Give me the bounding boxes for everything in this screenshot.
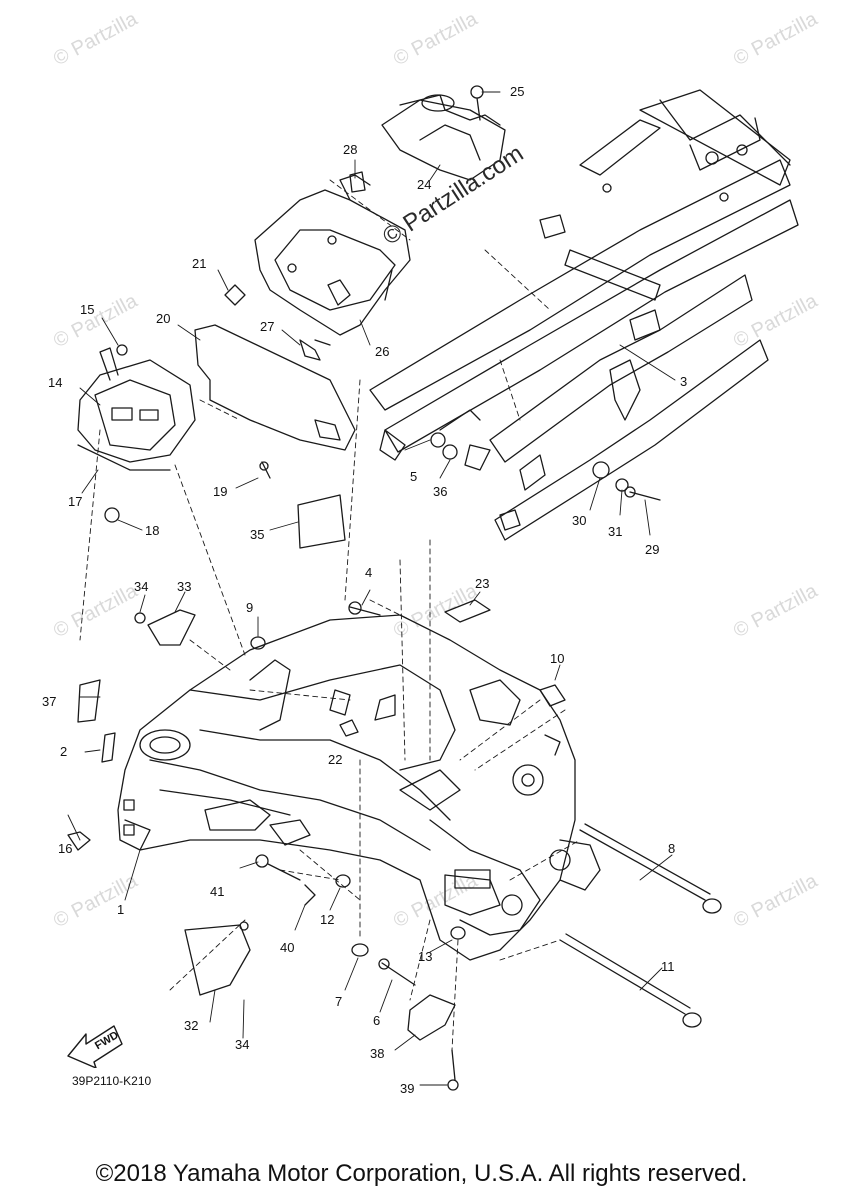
bracket-17 — [77, 347, 196, 471]
callout-34-lower: 34 — [235, 1037, 250, 1052]
callout-15: 15 — [80, 302, 95, 317]
callout-20: 20 — [156, 311, 171, 326]
callout-34-upper: 34 — [134, 579, 149, 594]
callout-32: 32 — [184, 1018, 199, 1033]
callout-5: 5 — [410, 469, 418, 484]
callout-24: 24 — [417, 177, 432, 192]
callout-22: 22 — [328, 752, 343, 767]
callout-41: 41 — [210, 884, 225, 899]
copyright-notice: ©2018 Yamaha Motor Corporation, U.S.A. A… — [95, 1160, 748, 1187]
through-bolt-8 — [579, 823, 722, 914]
callout-37: 37 — [42, 694, 57, 709]
tray-26 — [254, 174, 411, 336]
callout-12: 12 — [320, 912, 335, 927]
callout-26: 26 — [375, 344, 390, 359]
callout-10: 10 — [550, 651, 565, 666]
part-code: 39P2110-K210 — [72, 1074, 152, 1088]
callout-31: 31 — [608, 524, 623, 539]
main-frame — [117, 614, 601, 961]
callout-14: 14 — [48, 375, 63, 390]
callout-38: 38 — [370, 1046, 385, 1061]
callout-1: 1 — [117, 902, 125, 917]
callout-18: 18 — [145, 523, 160, 538]
callout-19: 19 — [213, 484, 228, 499]
callout-21: 21 — [192, 256, 207, 271]
callout-7: 7 — [335, 994, 343, 1009]
callout-13: 13 — [418, 949, 433, 964]
callout-27: 27 — [260, 319, 275, 334]
callout-29: 29 — [645, 542, 660, 557]
panel-20 — [194, 324, 356, 451]
callout-17: 17 — [68, 494, 83, 509]
callout-4: 4 — [365, 565, 373, 580]
rear-subframe — [369, 89, 799, 541]
callout-30: 30 — [572, 513, 587, 528]
fwd-arrow-icon: FWD — [67, 1025, 123, 1068]
rear-bracket — [381, 85, 506, 181]
callout-3: 3 — [680, 374, 688, 389]
callout-28: 28 — [343, 142, 358, 157]
callout-16: 16 — [58, 841, 73, 856]
callout-33: 33 — [177, 579, 192, 594]
through-bolt-11 — [559, 933, 702, 1028]
callout-6: 6 — [373, 1013, 381, 1028]
callout-35: 35 — [250, 527, 265, 542]
callout-25: 25 — [510, 84, 525, 99]
callout-9: 9 — [246, 600, 254, 615]
callout-36: 36 — [433, 484, 448, 499]
callout-40: 40 — [280, 940, 295, 955]
callout-11: 11 — [661, 959, 675, 974]
callout-8: 8 — [668, 841, 676, 856]
callout-2: 2 — [60, 744, 68, 759]
callout-39: 39 — [400, 1081, 415, 1096]
callout-23: 23 — [475, 576, 490, 591]
